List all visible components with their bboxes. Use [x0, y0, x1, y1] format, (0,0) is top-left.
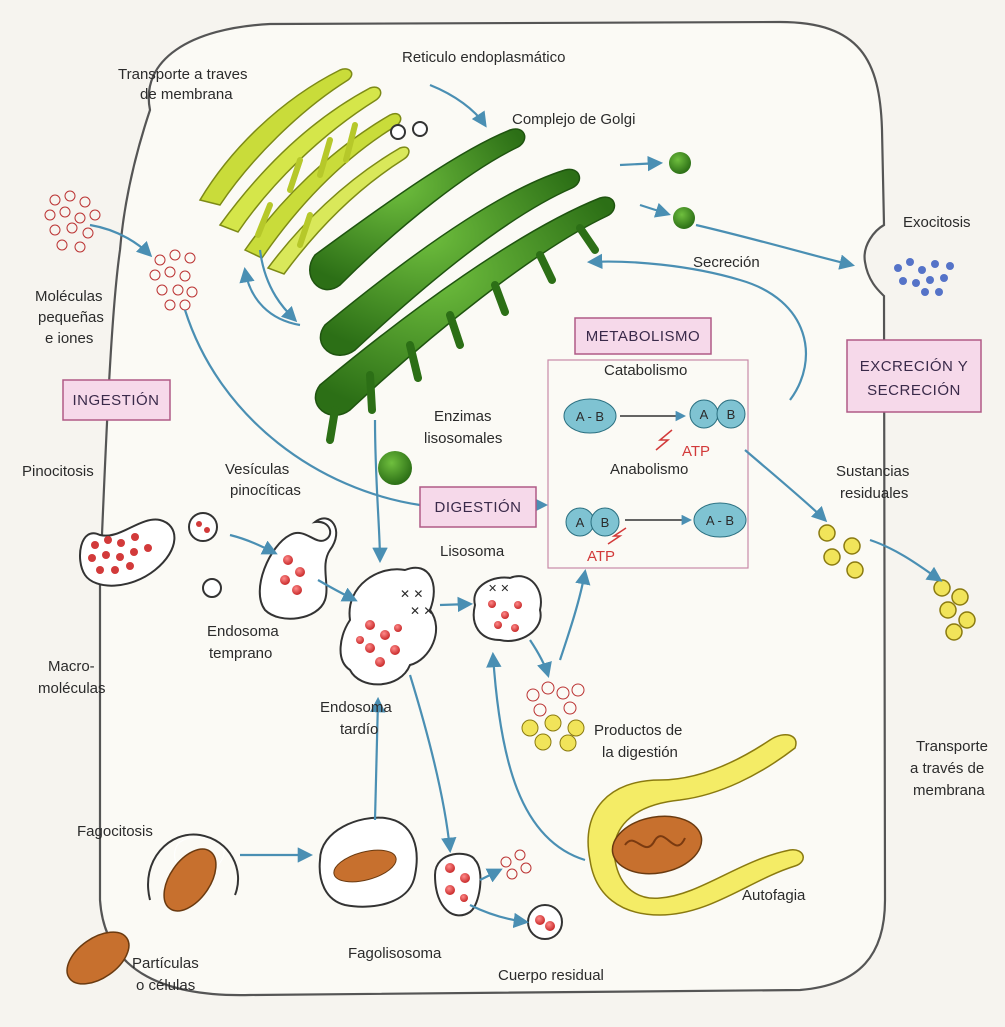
transport-right-label: membrana: [913, 782, 985, 799]
products-label: la digestión: [602, 744, 678, 761]
enzymes-label: Enzimas: [434, 408, 492, 425]
metabolism-box-label: METABOLISMO: [586, 328, 700, 345]
small-vesicle: [391, 125, 405, 139]
catabolism-label: Catabolismo: [604, 362, 687, 379]
digestion-box-label: DIGESTIÓN: [434, 499, 521, 516]
residual-label: Sustancias: [836, 463, 909, 480]
svg-text:✕ ✕: ✕ ✕: [488, 583, 510, 595]
macromolecules-label: Macro-: [48, 658, 95, 675]
transport-right-label: a través de: [910, 760, 984, 777]
molecule-a-label: A: [576, 515, 585, 530]
particles-label: o células: [136, 977, 195, 994]
particles-label: Partículas: [132, 955, 199, 972]
molecules-label: pequeñas: [38, 309, 104, 326]
late-endosome-label: Endosoma: [320, 699, 392, 716]
transport-top-label: Transporte a traves: [118, 66, 248, 83]
early-endosome-label: temprano: [209, 645, 272, 662]
molecule-b-label: B: [601, 515, 610, 530]
secretory-vesicle: [669, 152, 691, 174]
svg-text:✕ ✕: ✕ ✕: [410, 604, 433, 618]
svg-text:✕ ✕: ✕ ✕: [400, 587, 423, 601]
excretion-box-label-2: SECRECIÓN: [867, 382, 961, 399]
early-endosome-label: Endosoma: [207, 623, 279, 640]
enzymes-label: lisosomales: [424, 430, 502, 447]
molecules-label: Moléculas: [35, 288, 103, 305]
primary-lysosome: [378, 451, 412, 485]
phagolysosome-label: Fagolisosoma: [348, 945, 442, 962]
ingestion-box-label: INGESTIÓN: [72, 392, 159, 409]
pinocytic-vesicle: [189, 513, 217, 541]
molecule-b-label: B: [727, 407, 736, 422]
molecule-a-label: A: [700, 407, 709, 422]
molecules-label: e iones: [45, 330, 93, 347]
molecule-ab-label: A - B: [576, 409, 604, 424]
atp-label: ATP: [587, 548, 615, 565]
excretion-box: [847, 340, 981, 412]
secretory-vesicle: [673, 207, 695, 229]
products-label: Productos de: [594, 722, 682, 739]
pinocytosis-label: Pinocitosis: [22, 463, 94, 480]
golgi-label: Complejo de Golgi: [512, 111, 635, 128]
autophagy-label: Autofagia: [742, 887, 806, 904]
excretion-box-label-1: EXCRECIÓN Y: [860, 358, 969, 375]
molecule-ab-label: A - B: [706, 513, 734, 528]
transport-top-label: de membrana: [140, 86, 233, 103]
lysosome-label: Lisosoma: [440, 543, 505, 560]
anabolism-label: Anabolismo: [610, 461, 688, 478]
pinocytic-vesicle: [203, 579, 221, 597]
secretion-label: Secreción: [693, 254, 760, 271]
transport-right-label: Transporte: [916, 738, 988, 755]
late-endosome-label: tardío: [340, 721, 378, 738]
macromolecules-label: moléculas: [38, 680, 106, 697]
residual-body: [528, 905, 562, 939]
er-label: Reticulo endoplasmático: [402, 49, 565, 66]
vesicles-label: Vesículas: [225, 461, 289, 478]
residual-body-label: Cuerpo residual: [498, 967, 604, 984]
residual-label: residuales: [840, 485, 908, 502]
exocytosis-label: Exocitosis: [903, 214, 971, 231]
atp-label: ATP: [682, 443, 710, 460]
vesicles-label: pinocíticas: [230, 482, 301, 499]
small-vesicle: [413, 122, 427, 136]
phagocytosis-label: Fagocitosis: [77, 823, 153, 840]
